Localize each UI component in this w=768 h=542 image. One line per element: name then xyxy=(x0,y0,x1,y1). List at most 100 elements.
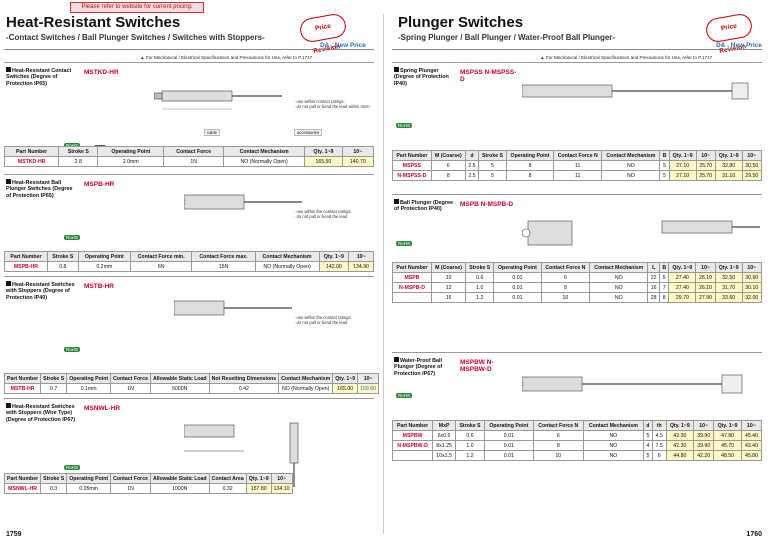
section-title: Heat-Resistant Switches with Stoppers (W… xyxy=(6,403,76,423)
col-header: Not Resetting Dimensions xyxy=(208,373,280,384)
table-cell: 0.7 xyxy=(40,383,68,394)
left-page-title: Heat-Resistant Switches xyxy=(6,14,181,31)
table-cell: NO xyxy=(582,440,644,451)
right-spec-table-1: Part Number M (Coarse) d Stroke S Operat… xyxy=(392,150,763,181)
col-header: Contact Mechanism xyxy=(223,146,306,157)
spring-plunger-drawing xyxy=(522,82,749,100)
price-cell: 32.00 xyxy=(741,292,763,303)
price-cell: 27.40 xyxy=(668,282,697,293)
table-cell: 2.8 xyxy=(58,156,99,167)
price-cell: 45.80 xyxy=(740,450,763,461)
rohs-badge: RoHS xyxy=(64,143,81,148)
table-cell: NO (Normally Open) xyxy=(254,261,320,272)
table-row: N-MSPSS-D 8 2.5 5 8 11 NO 5 27.10 25.70 … xyxy=(392,170,763,181)
price-cell: 39.90 xyxy=(693,430,715,441)
col-header: Part Number xyxy=(391,420,434,431)
table-cell: NO (Normally Open) xyxy=(223,156,306,167)
col-header: Stroke S xyxy=(40,473,68,484)
table-cell: 11 xyxy=(553,160,603,171)
section-title: Ball Plunger (Degree of Protection IP40) xyxy=(394,199,454,213)
part-number-cell: N-MSPSS-D xyxy=(392,170,432,181)
table-row: MSPB-HR 0.8 0.2mm 6N 15N NO (Normally Op… xyxy=(4,261,374,272)
price-cell: 30.90 xyxy=(741,272,763,283)
price-cell: 44.80 xyxy=(665,450,695,461)
col-header: M (Coarse) xyxy=(430,150,466,161)
col-header: Operating Point xyxy=(493,262,542,273)
col-header: Stroke S xyxy=(46,251,79,262)
price-cell: 25.70 xyxy=(695,160,716,171)
price-cell: 32.50 xyxy=(714,272,743,283)
col-header: Qty. 1~9 xyxy=(318,251,350,262)
right-page-title: Plunger Switches xyxy=(398,14,524,31)
table-cell: NO xyxy=(582,430,644,441)
table-cell: 6 xyxy=(532,430,584,441)
price-cell: 45.70 xyxy=(713,440,742,451)
section-title: Spring Plunger (Degree of Protection IP4… xyxy=(394,67,449,87)
table-cell: 7.5 xyxy=(651,440,667,451)
table-row: 16 1.2 0.01 10 NO 28 8 29.70 27.90 33.60… xyxy=(392,292,763,303)
right-header-rule xyxy=(392,49,762,50)
table-cell: 0.01 xyxy=(493,292,542,303)
table-cell: 22 xyxy=(647,272,660,283)
table-cell: 5 xyxy=(642,450,653,461)
table-cell: NO xyxy=(589,292,649,303)
section-code: MSPBW N-MSPBW-D xyxy=(460,359,494,373)
col-header: th xyxy=(651,420,667,431)
rohs-badge: RoHS xyxy=(64,235,81,240)
col-header: Allowable Static Load xyxy=(149,373,210,384)
col-header: Operating Point xyxy=(66,373,112,384)
price-cell: 42.30 xyxy=(665,430,695,441)
col-header: 10~ xyxy=(740,420,763,431)
price-cell: 47.80 xyxy=(713,430,742,441)
section-code: MSPB-HR xyxy=(84,181,115,188)
col-header: Qty. 1~9 xyxy=(304,146,343,157)
left-section-4: Heat-Resistant Switches with Stoppers (W… xyxy=(4,398,374,509)
right-section-2: Ball Plunger (Degree of Protection IP40)… xyxy=(392,194,762,285)
price-cell: 45.40 xyxy=(740,430,763,441)
table-cell: 0.01 xyxy=(493,282,542,293)
section-title: Water-Proof Ball Plunger (Degree of Prot… xyxy=(394,357,443,377)
col-header: Operating Point xyxy=(66,473,112,484)
part-number-cell: MSTB-HR xyxy=(3,383,42,394)
table-cell: 8 xyxy=(658,292,670,303)
table-cell: 8x1.25 xyxy=(432,440,457,451)
table-row: MSTB-HR 0.7 0.1mm 1N 5000N 0.42 NO (Norm… xyxy=(3,383,380,394)
table-cell: 0.01 xyxy=(483,450,534,461)
part-number-cell: MSPSS xyxy=(392,160,432,171)
table-cell: 0.42 xyxy=(208,383,280,394)
col-header: 10~ xyxy=(693,420,715,431)
table-cell: 5 xyxy=(642,430,653,441)
right-section-1: Spring Plunger (Degree of Protection IP4… xyxy=(392,62,762,168)
table-cell: 8 xyxy=(505,170,555,181)
col-header: Contact Force N xyxy=(553,150,603,161)
left-spec-table-3: Part Number Stroke S Operating Point Con… xyxy=(3,373,380,394)
accessories-label: accessories xyxy=(294,129,323,136)
col-header: Contact Mechanism xyxy=(601,150,661,161)
col-header: Part Number xyxy=(392,262,432,273)
table-cell: 4 xyxy=(642,440,653,451)
table-cell: NO xyxy=(589,272,649,283)
col-header: Qty. 1~9 xyxy=(714,262,743,273)
section-code: MSNWL-HR xyxy=(84,405,121,412)
waterproof-plunger-drawing xyxy=(522,374,743,394)
col-header: 10~ xyxy=(741,150,763,161)
col-header: Operating Point xyxy=(97,146,165,157)
table-cell: 11 xyxy=(553,170,603,181)
part-number-cell xyxy=(392,292,432,303)
col-header: Qty. 1~9 xyxy=(332,373,359,384)
col-header: Part Number xyxy=(4,251,48,262)
col-header: Qty. 1~9 xyxy=(668,150,697,161)
usage-note: · use within contact ratings.· do not pu… xyxy=(294,99,370,109)
left-section-2: Heat-Resistant Ball Plunger Switches (De… xyxy=(4,174,374,267)
section-code: MSPB N-MSPB-D xyxy=(460,201,514,208)
wire-vertical-drawing xyxy=(289,422,299,487)
col-header: MxP xyxy=(432,420,457,431)
col-header: Contact Force xyxy=(110,373,151,384)
table-cell: NO xyxy=(601,160,661,171)
col-header: Contact Force min. xyxy=(129,251,193,262)
right-page-number: 1760 xyxy=(746,531,762,538)
price-cell: 42.20 xyxy=(693,450,715,461)
section-title: Heat-Resistant Ball Plunger Switches (De… xyxy=(6,179,73,199)
table-row: MSTKD-HR 2.8 2.0mm 1N NO (Normally Open)… xyxy=(3,156,375,167)
table-cell: 0.6 xyxy=(465,272,495,283)
